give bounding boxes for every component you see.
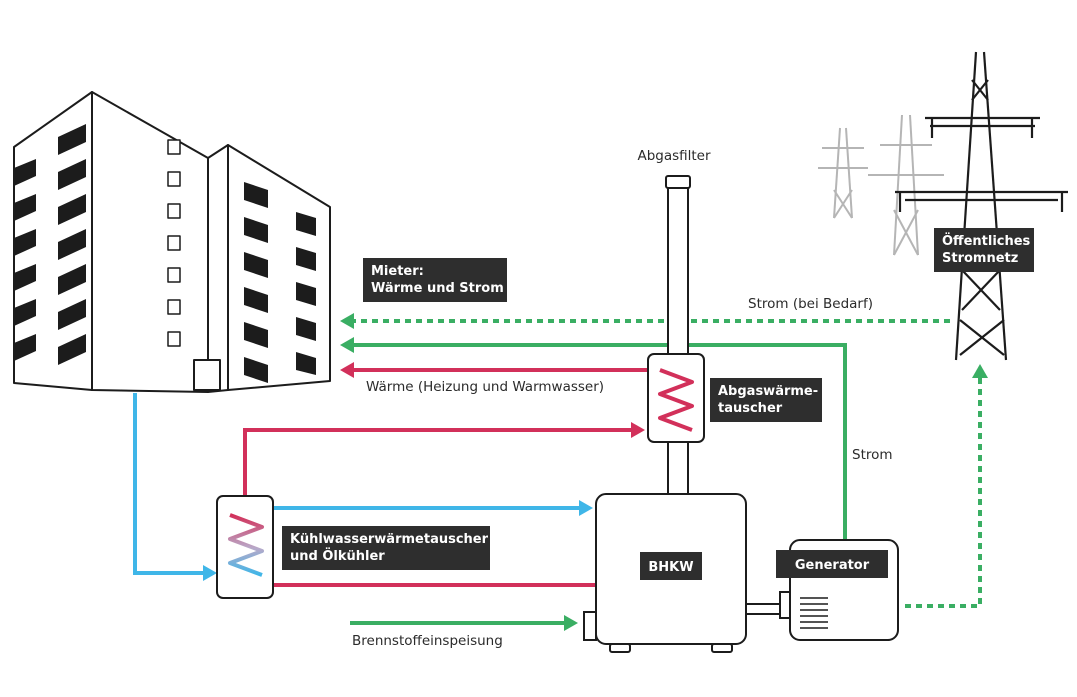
- label-box-mieter: Mieter: Wärme und Strom: [363, 258, 507, 302]
- bhkw-label: BHKW: [648, 560, 693, 575]
- label-box-generator: Generator: [776, 550, 888, 578]
- netz-label-line2: Stromnetz: [942, 251, 1018, 266]
- flow-waerme-zum-abgaswaermetauscher: [243, 422, 645, 500]
- power-pylon-small-2: [868, 114, 944, 256]
- power-pylon-large: [895, 51, 1068, 361]
- abgaswaermetauscher: [647, 353, 705, 443]
- exhaust-stack: [665, 175, 691, 497]
- mieter-label-line1: Mieter:: [371, 264, 424, 279]
- flow-strom-bei-bedarf: [340, 313, 950, 329]
- abgasfilter-label: Abgasfilter: [637, 148, 711, 164]
- abgas-label-line1: Abgaswärme-: [718, 384, 818, 399]
- flow-brennstoff: [350, 615, 578, 631]
- strom-bedarf-label: Strom (bei Bedarf): [748, 296, 873, 312]
- generator-label: Generator: [795, 558, 870, 573]
- strom-label: Strom: [852, 447, 893, 463]
- label-box-abgaswaermetauscher: Abgaswärme- tauscher: [710, 378, 822, 422]
- flow-strom-zum-netz: [905, 364, 988, 608]
- label-box-netz: Öffentliches Stromnetz: [934, 228, 1034, 272]
- mieter-label-line2: Wärme und Strom: [371, 281, 504, 296]
- label-box-bhkw: BHKW: [640, 552, 702, 580]
- flow-waerme: [340, 362, 650, 378]
- waerme-label: Wärme (Heizung und Warmwasser): [366, 379, 604, 395]
- brennstoff-label: Brennstoffeinspeisung: [352, 633, 503, 649]
- flow-kuehlwasser-ruecklauf: [133, 393, 217, 581]
- kuehl-label-line1: Kühlwasserwärmetauscher: [290, 532, 489, 547]
- power-pylon-small-1: [818, 127, 868, 219]
- kuehl-label-line2: und Ölkühler: [290, 548, 385, 564]
- apartment-building: [13, 91, 331, 393]
- kuehlwasserwaermetauscher: [216, 495, 274, 599]
- abgas-label-line2: tauscher: [718, 401, 783, 416]
- label-box-kuehlwasser: Kühlwasserwärmetauscher und Ölkühler: [282, 526, 490, 570]
- flow-strom: [340, 337, 847, 548]
- netz-label-line1: Öffentliches: [942, 233, 1031, 249]
